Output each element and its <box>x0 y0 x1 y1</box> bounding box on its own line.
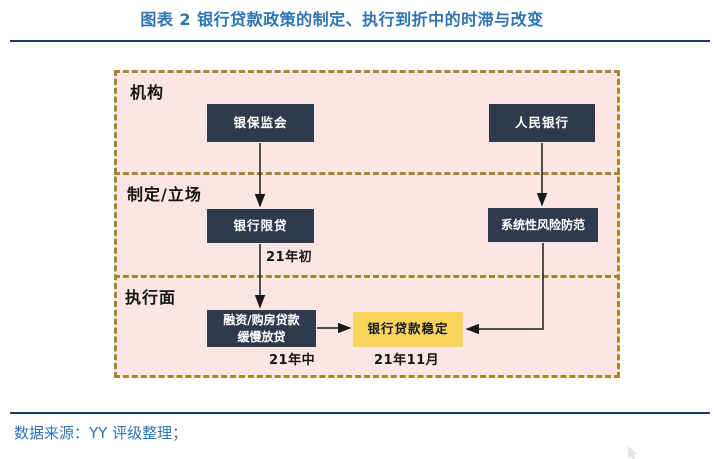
section-label-formulation-stance: 制定/立场 <box>127 185 202 204</box>
section-divider-top <box>114 172 620 175</box>
node-systemic-risk-prevention: 系统性风险防范 <box>488 208 598 242</box>
section-divider-bottom <box>114 275 620 278</box>
node-slow-lending-line1: 融资/购房贷款 <box>223 313 300 328</box>
time-label-early-2021: 21年初 <box>266 250 313 265</box>
figure-title: 图表 2 银行贷款政策的制定、执行到折中的时滞与改变 <box>140 10 544 29</box>
section-label-institutions: 机构 <box>130 83 165 102</box>
section-label-execution: 执行面 <box>125 288 177 307</box>
node-slow-lending-line2: 缓慢放贷 <box>237 329 286 344</box>
title-divider-line <box>10 40 710 42</box>
node-bank-loan-limit: 银行限贷 <box>207 209 314 243</box>
node-pboc: 人民银行 <box>489 104 595 142</box>
time-label-nov-2021: 21年11月 <box>374 353 440 368</box>
cursor-icon <box>628 446 637 459</box>
footer-divider-line <box>10 412 710 414</box>
source-note: 数据来源：YY 评级整理； <box>14 424 188 442</box>
node-cbirc: 银保监会 <box>207 104 314 142</box>
node-slow-lending: 融资/购房贷款 缓慢放贷 <box>207 310 316 347</box>
node-bank-loans-stable: 银行贷款稳定 <box>353 312 463 347</box>
time-label-mid-2021: 21年中 <box>269 353 316 368</box>
